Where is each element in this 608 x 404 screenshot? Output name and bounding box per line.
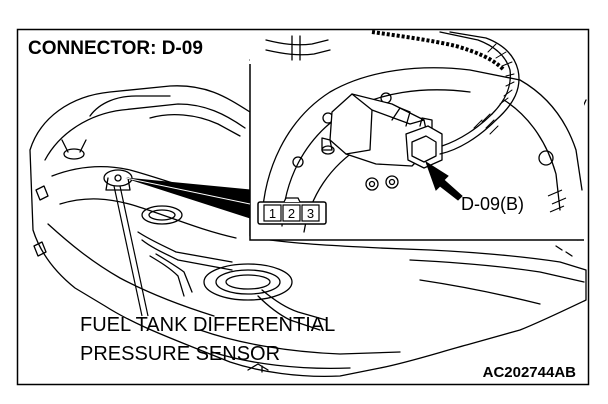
pump-ring-inner	[215, 269, 281, 295]
harness-lower-2	[439, 119, 497, 155]
sensor-port	[391, 107, 411, 127]
connector-inset	[249, 30, 584, 241]
inset-hose-clip	[291, 35, 301, 61]
corrugation	[473, 43, 515, 135]
pump-ring-pipe-2	[261, 289, 327, 321]
sensor-mount-body	[105, 177, 131, 191]
tank-ridge-2	[59, 198, 237, 239]
harness-top-thick	[371, 30, 506, 72]
figure-code: AC202744AB	[483, 364, 577, 381]
arrow-icon	[425, 160, 463, 201]
tank-lower-contour-2	[211, 351, 351, 369]
right-contour-2	[419, 279, 541, 305]
inset-right-edge-2	[503, 99, 561, 211]
callout-arrow	[425, 160, 463, 201]
pin-housing-tab	[283, 197, 301, 203]
part-leader-lines	[113, 185, 149, 317]
harness-upper-2	[449, 31, 520, 121]
pin-diagram: 1 2 3	[257, 197, 327, 225]
hose-fitting	[63, 148, 85, 160]
access-lid-inner	[148, 209, 176, 221]
pin-cell-2	[282, 204, 301, 222]
inset-bolt-3-core	[368, 180, 376, 188]
harness-upper	[439, 31, 512, 115]
connector-callout-label: D-09(B)	[461, 194, 524, 214]
sensor-mount-bolt	[114, 174, 122, 182]
tank-bracket-left-2	[33, 241, 47, 257]
pin-3-label: 3	[307, 206, 314, 221]
connector-title: CONNECTOR: D-09	[28, 38, 203, 59]
pin-cell-3	[301, 204, 320, 222]
vapor-line-1	[137, 231, 233, 263]
pointer-wedge	[125, 177, 251, 219]
right-dots	[555, 245, 573, 257]
tank-ridge-3	[47, 223, 215, 317]
pump-ring-core	[225, 274, 271, 290]
inset-bolt-4-core	[388, 178, 396, 186]
leader-line-2	[119, 185, 149, 317]
pump-ring-outer	[203, 263, 293, 301]
connector-latch	[419, 117, 433, 129]
inset-top-hose-2	[265, 49, 331, 56]
connector-face	[411, 135, 437, 163]
right-contour-1	[409, 259, 585, 283]
tank-ridge-5	[149, 114, 241, 137]
pin-2-label: 2	[288, 206, 295, 221]
vapor-line-4	[155, 253, 193, 293]
part-name-line1: FUEL TANK DIFFERENTIAL	[80, 314, 335, 336]
pin-1-label: 1	[269, 206, 276, 221]
tank-ridge-4	[89, 95, 171, 117]
tank-top-contour	[44, 103, 246, 161]
label-ticks	[547, 189, 567, 213]
inset-right-edge	[519, 79, 583, 191]
inset-tank-surface	[261, 67, 521, 221]
pump-ring-pipe	[257, 295, 321, 331]
inset-bolt-4	[385, 175, 399, 189]
harness-lower	[441, 113, 493, 147]
pointer-wedge-edge	[125, 177, 251, 205]
leader-line-1	[113, 185, 143, 317]
figure-border	[16, 28, 590, 386]
sensor-mount-nut	[321, 145, 335, 155]
part-name-line2: PRESSURE SENSOR	[80, 343, 280, 365]
bottom-mark	[247, 363, 269, 373]
sensor-mount-foot	[321, 137, 333, 151]
inset-bolt-6	[538, 150, 554, 166]
tank-outline	[29, 85, 587, 378]
vapor-line-2	[141, 239, 233, 271]
pin-cell-1	[263, 204, 282, 222]
sensor-body-face-2	[345, 109, 373, 155]
hose-fitting-neck	[61, 139, 87, 153]
tank-bracket-left	[35, 185, 49, 201]
access-lid	[141, 205, 183, 225]
sensor-body-face	[351, 93, 425, 125]
inset-border	[249, 64, 584, 241]
inset-bolt-3	[365, 177, 379, 191]
vapor-line-3	[149, 255, 185, 297]
inset-bolt-1	[292, 156, 304, 168]
sensor-mount	[103, 169, 133, 187]
tank-lower-contour	[199, 329, 401, 355]
